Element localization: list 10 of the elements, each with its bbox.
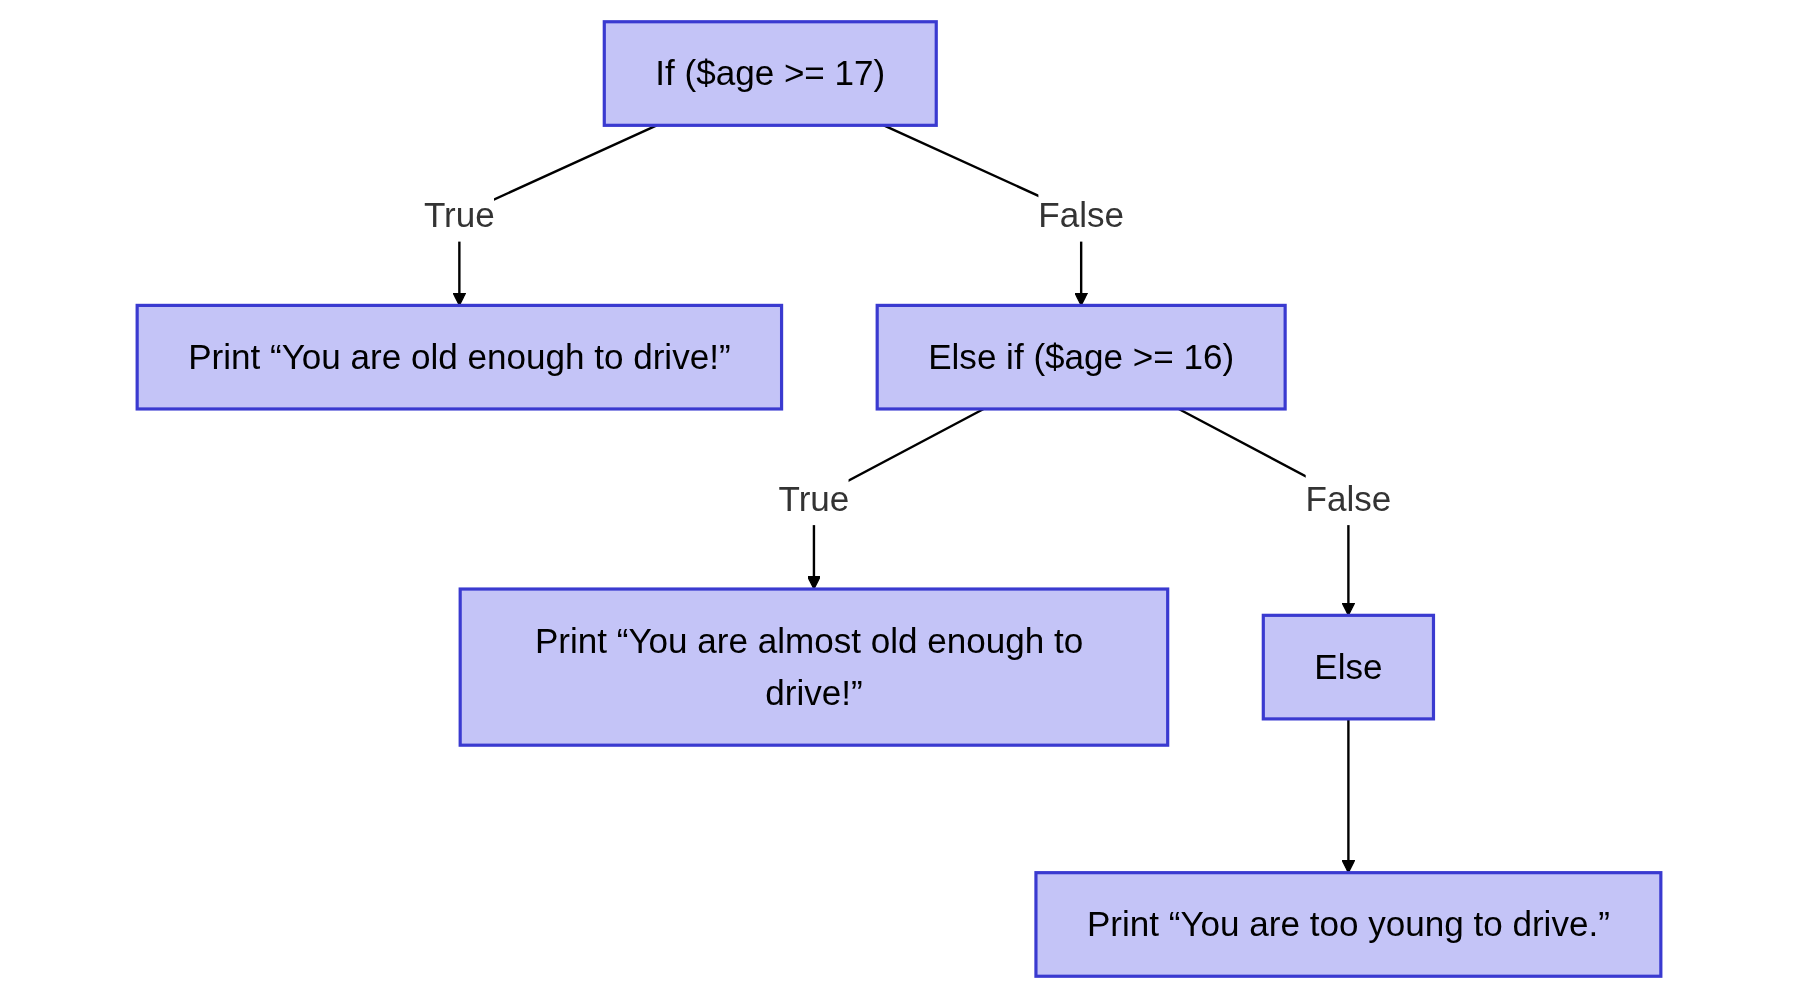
node-box: Else if ($age >= 16) xyxy=(875,303,1287,411)
node-box: Print “You are old enough to drive!” xyxy=(135,303,784,411)
edge-label: True xyxy=(423,195,495,236)
edge-label: False xyxy=(1305,479,1392,519)
edge-label: False xyxy=(1038,195,1125,236)
node-box: Print “You are too young to drive.” xyxy=(1034,871,1663,978)
node-box: Print “You are almost old enough to drive!” xyxy=(458,587,1170,747)
node-box: Else xyxy=(1261,613,1436,721)
node-box: If ($age >= 17) xyxy=(602,20,938,127)
edge-label: True xyxy=(778,479,850,519)
